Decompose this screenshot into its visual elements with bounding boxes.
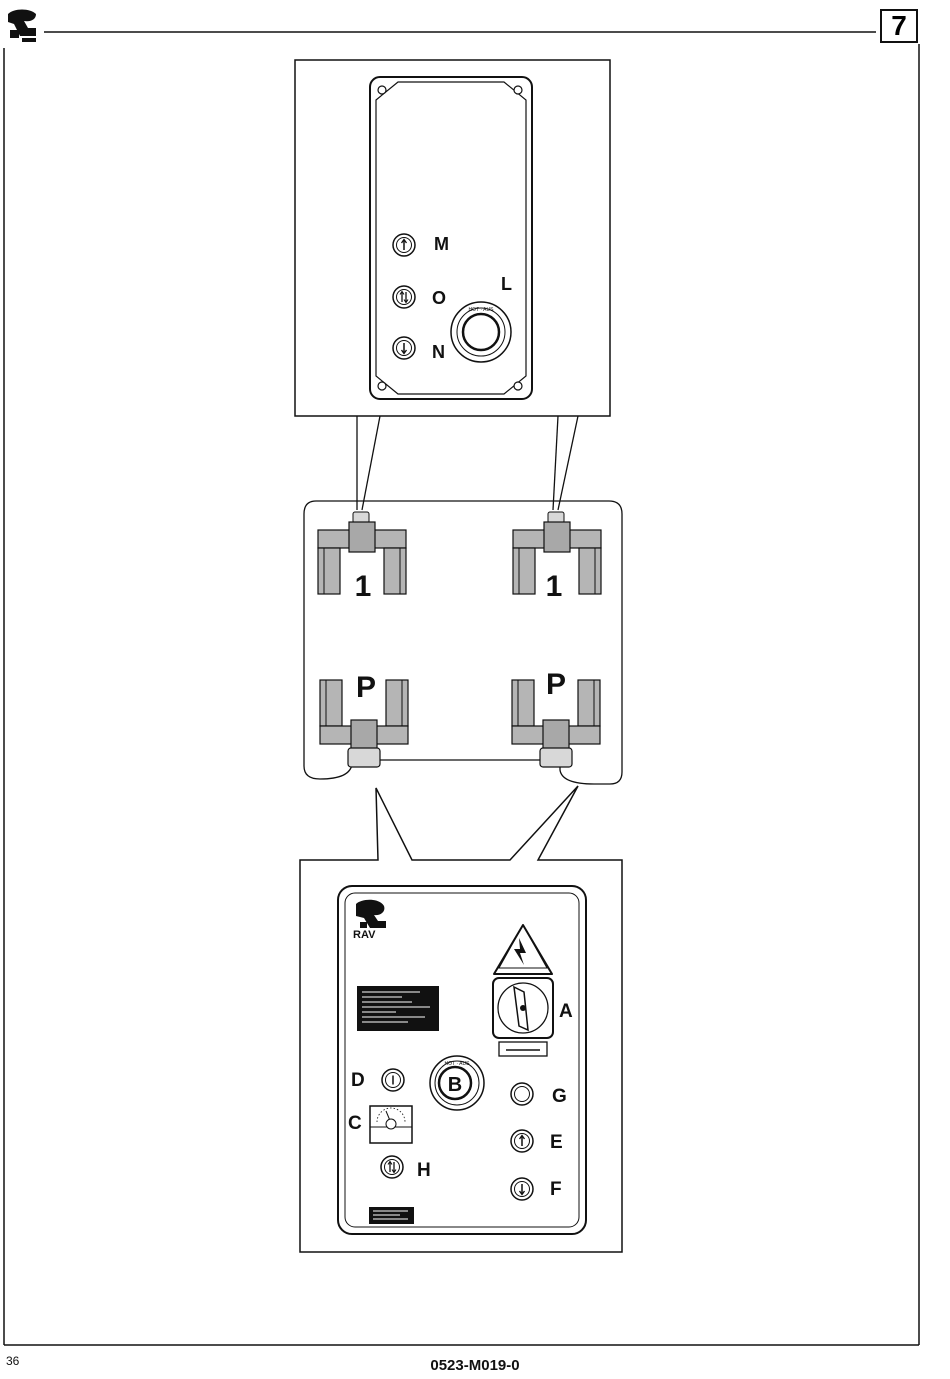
figure-number: 7 bbox=[891, 10, 907, 42]
main-down-button[interactable] bbox=[511, 1178, 533, 1200]
column-label-front-left: 1 bbox=[355, 570, 372, 603]
label-g: G bbox=[552, 1086, 567, 1107]
top-up-button[interactable] bbox=[393, 234, 415, 256]
rav-logo-text: RAV bbox=[353, 929, 376, 941]
main-stop-button-text: HOT · AUS bbox=[445, 1061, 471, 1067]
label-b: B bbox=[448, 1074, 462, 1096]
label-e: E bbox=[550, 1132, 563, 1153]
label-f: F bbox=[550, 1179, 562, 1200]
small-label-plate bbox=[369, 1207, 414, 1224]
main-up-button[interactable] bbox=[511, 1130, 533, 1152]
main-switch-icon[interactable] bbox=[493, 978, 553, 1038]
power-lamp-icon bbox=[382, 1069, 404, 1091]
label-d: D bbox=[351, 1070, 365, 1091]
top-down-button[interactable] bbox=[393, 337, 415, 359]
base-connector-left bbox=[348, 748, 380, 767]
top-updown-button[interactable] bbox=[393, 286, 415, 308]
cable-connector-right bbox=[548, 512, 564, 523]
label-o: O bbox=[432, 288, 446, 308]
gauge-icon bbox=[370, 1106, 412, 1143]
column-label-rear-right: P bbox=[546, 668, 566, 701]
figure-number-box: 7 bbox=[880, 9, 918, 43]
main-updown-button[interactable] bbox=[381, 1156, 403, 1178]
label-c: C bbox=[348, 1113, 362, 1134]
label-l: L bbox=[501, 274, 512, 294]
label-h: H bbox=[417, 1160, 431, 1181]
document-code: 0523-M019-0 bbox=[0, 1357, 950, 1374]
instruction-plate bbox=[357, 986, 439, 1031]
column-label-rear-left: P bbox=[356, 671, 376, 704]
brand-logo-icon bbox=[8, 10, 36, 43]
cable-connector-left bbox=[353, 512, 369, 523]
base-connector-right bbox=[540, 748, 572, 767]
main-switch-label-plate bbox=[499, 1042, 547, 1056]
label-a: A bbox=[559, 1001, 573, 1022]
top-emergency-stop-button[interactable]: HOT · AUS bbox=[451, 302, 511, 362]
label-m: M bbox=[434, 234, 449, 254]
label-n: N bbox=[432, 342, 445, 362]
top-callout-lines bbox=[357, 416, 578, 510]
column-label-front-right: 1 bbox=[546, 570, 563, 603]
indicator-lamp-g bbox=[511, 1083, 533, 1105]
top-stop-button-text: HOT · AUS bbox=[469, 307, 495, 313]
